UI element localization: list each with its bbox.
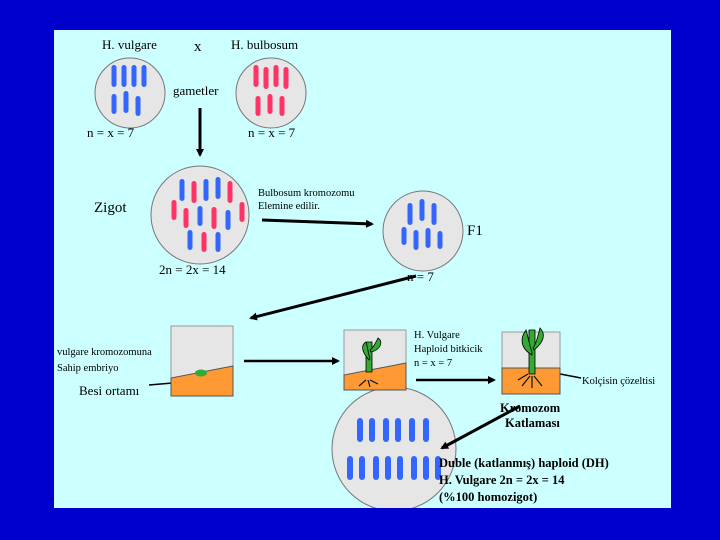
chromosome (131, 65, 137, 87)
chromosome (135, 96, 141, 116)
chromosome (283, 67, 289, 89)
label-zygote-ploidy: 2n = 2x = 14 (159, 262, 226, 277)
embryo-icon (195, 369, 207, 377)
chromosome (253, 65, 259, 87)
chromosome (239, 202, 245, 222)
chromosome (423, 418, 429, 442)
arrow-to-culture (249, 274, 417, 321)
chromosome (197, 206, 203, 226)
diagram-canvas (94, 57, 582, 508)
chromosome (423, 456, 429, 480)
chromosome (215, 232, 221, 252)
dh-chromosomes (347, 418, 441, 480)
chromosome (255, 96, 261, 116)
label-elimination-2: Elemine edilir. (258, 201, 320, 212)
chromosome (187, 230, 193, 250)
chromosome (267, 94, 273, 114)
chromosome (409, 418, 415, 442)
chromosome (397, 456, 403, 480)
culture-vessel-embryo (170, 325, 234, 397)
label-n-left: n = x = 7 (87, 125, 135, 140)
chromosome (191, 181, 197, 203)
arrow-elimination (261, 218, 374, 228)
chromosome (383, 418, 389, 442)
label-embryo-2: Sahip embriyo (57, 363, 119, 374)
chromosome (183, 208, 189, 228)
label-gametes: gametler (173, 83, 219, 98)
chromosome (121, 65, 127, 87)
chromosome (279, 96, 285, 116)
label-elimination-1: Bulbosum kromozomu (258, 188, 355, 199)
label-embryo-1: vulgare kromozomuna (57, 347, 152, 358)
chromosome (273, 65, 279, 87)
label-haploid-2: Haploid bitkicik (414, 344, 483, 355)
culture-vessel-haploid (343, 329, 407, 391)
chromosome (385, 456, 391, 480)
chromosome (211, 207, 217, 229)
chromosome (357, 418, 363, 442)
chromosome (373, 456, 379, 480)
label-h-bulbosum: H. bulbosum (231, 37, 299, 52)
bulbosum-parent-cell (235, 57, 307, 129)
chromosome (401, 227, 407, 245)
label-haploid-1: H. Vulgare (414, 330, 460, 341)
label-dh-3: (%100 homozigot) (439, 490, 538, 504)
chromosome (359, 456, 365, 480)
label-zygote: Zigot (94, 200, 127, 216)
arrow-to-dh (440, 404, 521, 450)
haploid-plantlet-icon (358, 337, 382, 388)
chromosome (141, 65, 147, 87)
label-dh-2: H. Vulgare 2n = 2x = 14 (439, 473, 565, 487)
chromosome (179, 179, 185, 201)
chromosome (171, 200, 177, 220)
label-medium: Besi ortamı (79, 383, 140, 398)
chromosome (369, 418, 375, 442)
chromosome (111, 94, 117, 114)
vulgare-chromosomes (111, 65, 147, 116)
chromosome (263, 67, 269, 89)
chromosome (203, 179, 209, 201)
label-cross: x (194, 39, 202, 55)
label-doubling-2: Katlaması (505, 416, 560, 430)
plant-in-colchicine-icon (517, 327, 544, 388)
f1-cell (382, 190, 464, 272)
chromosome (227, 181, 233, 203)
label-f1: F1 (467, 223, 483, 239)
chromosome (413, 230, 419, 250)
slide: H. vulgare x H. bulbosum gametler n = x … (54, 30, 671, 508)
chromosome (425, 228, 431, 248)
chromosome (437, 231, 443, 249)
label-dh-1: Duble (katlanmış) haploid (DH) (439, 456, 609, 470)
chromosome (435, 456, 441, 480)
label-doubling-1: Kromozom (500, 401, 561, 415)
chromosome (347, 456, 353, 480)
chromosome (123, 91, 129, 113)
chromosome (111, 65, 117, 87)
chromosome (431, 203, 437, 225)
vulgare-parent-cell (94, 57, 166, 129)
label-h-vulgare: H. vulgare (102, 37, 157, 52)
colchicine-beaker (501, 327, 561, 395)
zygote-chromosomes (171, 177, 245, 252)
chromosome (215, 177, 221, 199)
chromosome (395, 418, 401, 442)
dh-cell (331, 386, 457, 508)
chromosome (411, 456, 417, 480)
label-colchicine: Kolçisin çözeltisi (582, 376, 656, 387)
chromosome (225, 210, 231, 230)
bulbosum-chromosomes (253, 65, 289, 116)
label-haploid-3: n = x = 7 (414, 358, 453, 369)
chromosome (201, 232, 207, 252)
f1-chromosomes (401, 199, 443, 250)
label-f1-ploidy: n = 7 (407, 269, 434, 284)
chromosome (407, 203, 413, 225)
label-n-right: n = x = 7 (248, 125, 296, 140)
chromosome (419, 199, 425, 221)
